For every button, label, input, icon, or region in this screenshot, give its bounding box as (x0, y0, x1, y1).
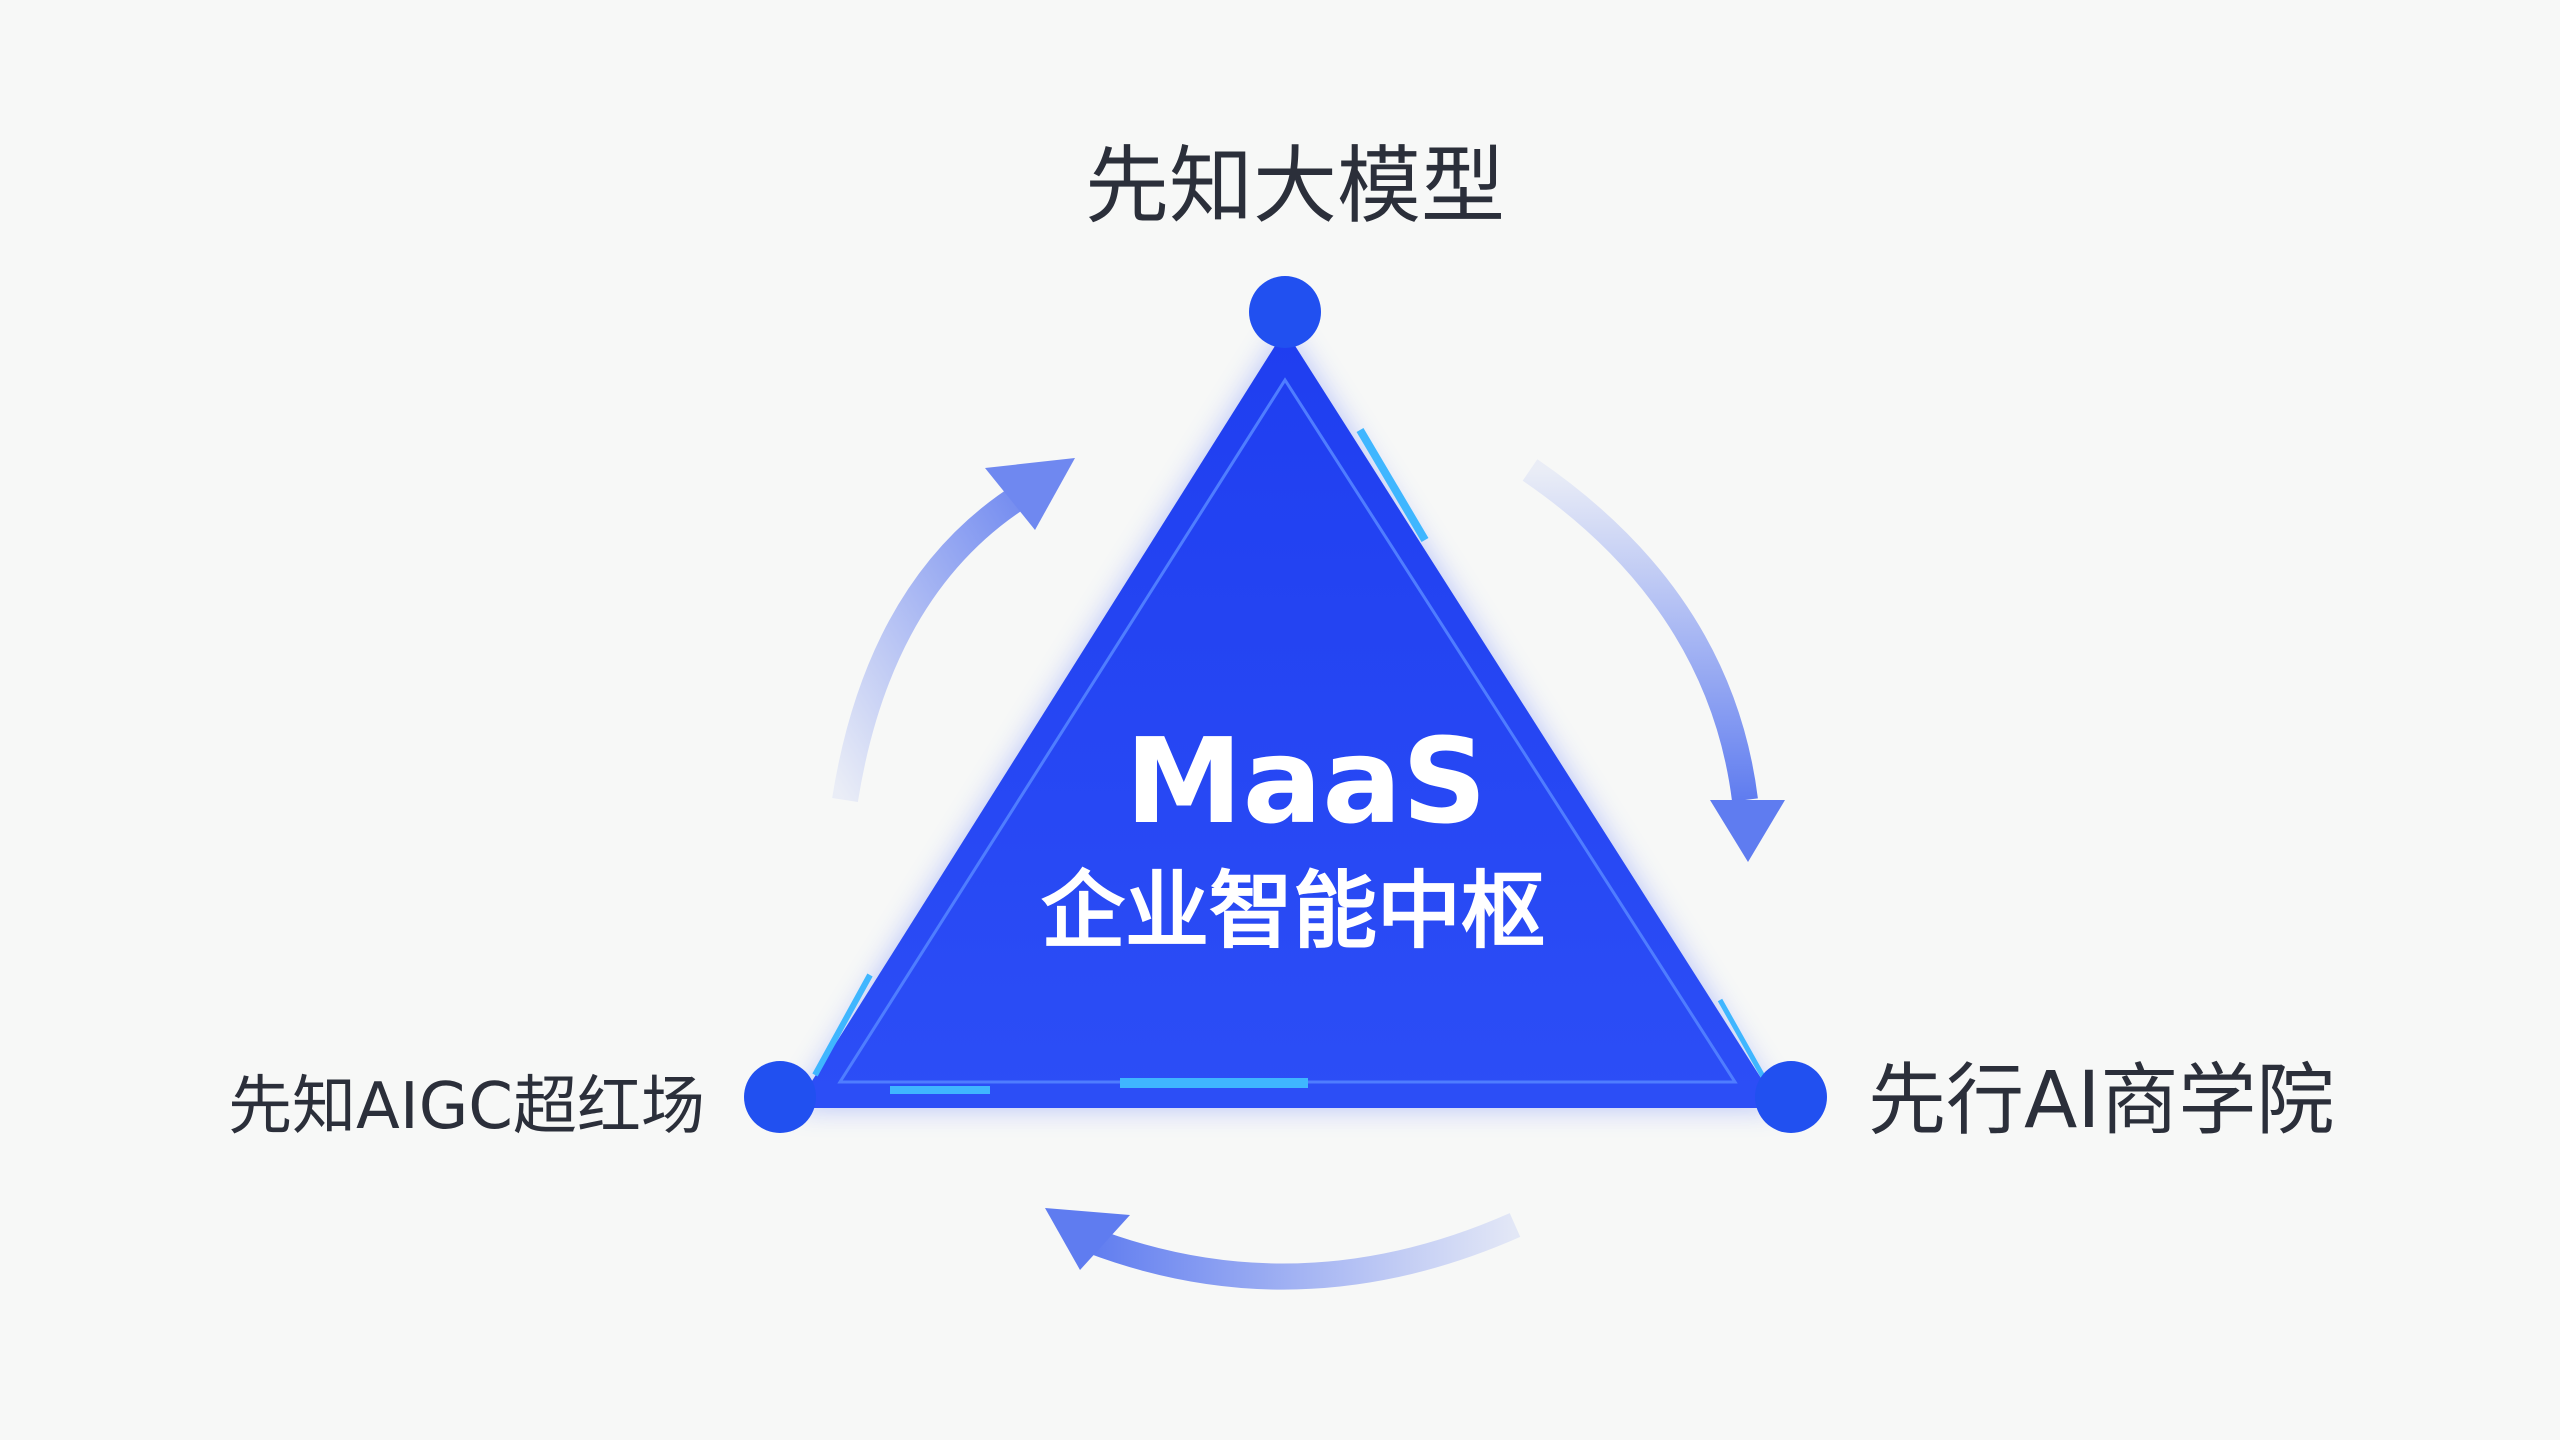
right-node-label: 先行AI商学院 (1868, 1056, 2334, 1146)
maas-triangle (795, 330, 1780, 1108)
cycle-arrow-left-icon (832, 458, 1075, 803)
cycle-arrow-right-icon (1522, 459, 1785, 862)
center-title: MaaS (1125, 712, 1487, 850)
cycle-arrow-bottom-icon (1045, 1208, 1521, 1290)
left-node-label: 先知AIGC超红场 (228, 1070, 705, 1144)
top-node-label: 先知大模型 (1085, 137, 1505, 235)
vertex-node-left (744, 1061, 816, 1133)
vertex-node-right (1755, 1061, 1827, 1133)
center-subtitle: 企业智能中枢 (1041, 862, 1545, 960)
vertex-node-top (1249, 276, 1321, 348)
